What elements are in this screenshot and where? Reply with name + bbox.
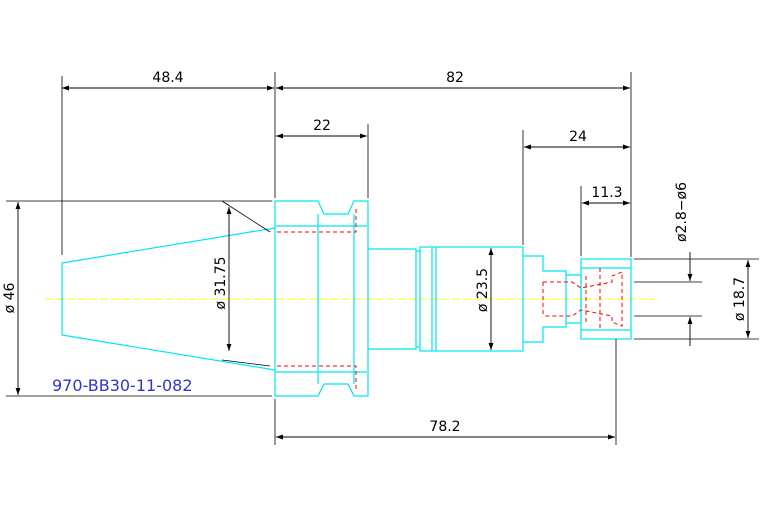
extension-lines <box>6 72 759 445</box>
part-number-label: 970-BB30-11-082 <box>52 376 193 395</box>
dim-nose-length: 24 <box>569 129 587 145</box>
dim-taper-length: 48.4 <box>152 70 183 86</box>
hidden-lines <box>277 208 623 390</box>
shank-outline <box>368 248 417 350</box>
nut-outline <box>580 258 632 340</box>
taper-outline <box>61 227 276 371</box>
part-outline <box>61 200 632 397</box>
dim-nut-diameter: ø 18.7 <box>732 277 748 321</box>
dim-flange-diameter: ø 46 <box>2 282 18 313</box>
dim-clamping-range: ø2.8−ø6 <box>674 182 690 242</box>
dim-body-diameter: ø 23.5 <box>475 268 491 312</box>
body-outline <box>419 246 524 352</box>
dimension-lines <box>15 85 751 440</box>
dim-collet-length: 11.3 <box>591 185 622 201</box>
dim-gauge-length: 78.2 <box>429 419 460 435</box>
dim-taper-diameter: ø 31.75 <box>213 256 229 309</box>
dim-overall-length: 82 <box>446 70 464 86</box>
nose-outline <box>523 255 567 343</box>
dim-flange-width: 22 <box>313 118 331 134</box>
